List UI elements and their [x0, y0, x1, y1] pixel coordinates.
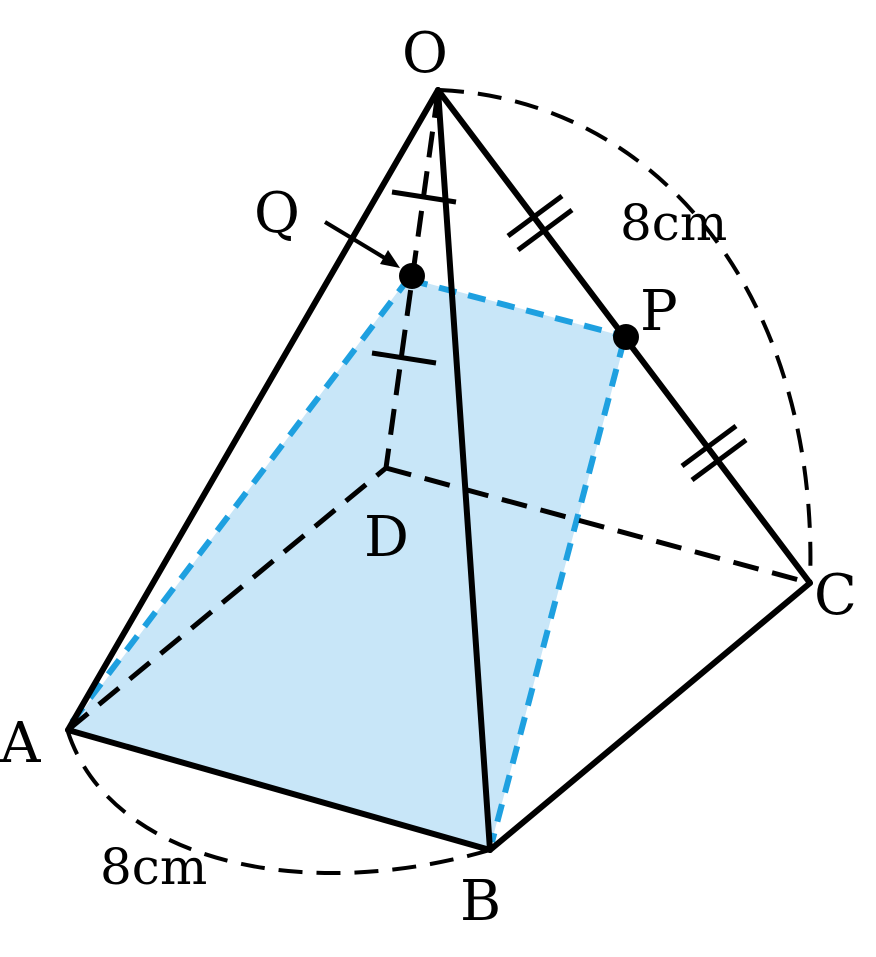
tick-pc-1: [680, 423, 738, 469]
label-o: O: [402, 21, 448, 86]
section-edge-aq: [69, 280, 409, 724]
label-q: Q: [254, 181, 300, 246]
tick-op-1: [506, 193, 564, 239]
label-p: P: [640, 279, 678, 344]
arc-oc: [439, 88, 813, 584]
cross-section-edges: [69, 277, 627, 843]
tick-oq: [391, 189, 457, 205]
section-edge-pb: [489, 339, 627, 843]
hidden-edges: [66, 91, 811, 732]
label-a: A: [0, 711, 41, 776]
measure-arcs: [66, 88, 813, 875]
tick-marks: [371, 189, 748, 483]
label-ab-length: 8cm: [100, 838, 207, 896]
edge-dc: [385, 465, 811, 586]
edge-od: [383, 91, 441, 469]
edge-bc: [487, 580, 813, 853]
edge-oa: [65, 87, 441, 733]
tick-qd: [371, 350, 437, 366]
label-d: D: [364, 505, 409, 570]
tick-op-2: [516, 207, 574, 253]
q-pointer-arrow: [323, 220, 400, 268]
point-q: [399, 263, 425, 289]
section-edge-qp: [409, 277, 625, 339]
label-c: C: [814, 563, 857, 628]
label-b: B: [460, 869, 501, 934]
label-oc-length: 8cm: [620, 194, 727, 252]
edge-ad: [66, 466, 388, 732]
tick-pc-2: [690, 437, 748, 483]
arc-ab: [66, 731, 491, 875]
cross-section-fill: [68, 278, 626, 848]
edge-ab: [65, 727, 493, 853]
point-p: [613, 324, 639, 350]
edge-ob: [435, 87, 493, 853]
